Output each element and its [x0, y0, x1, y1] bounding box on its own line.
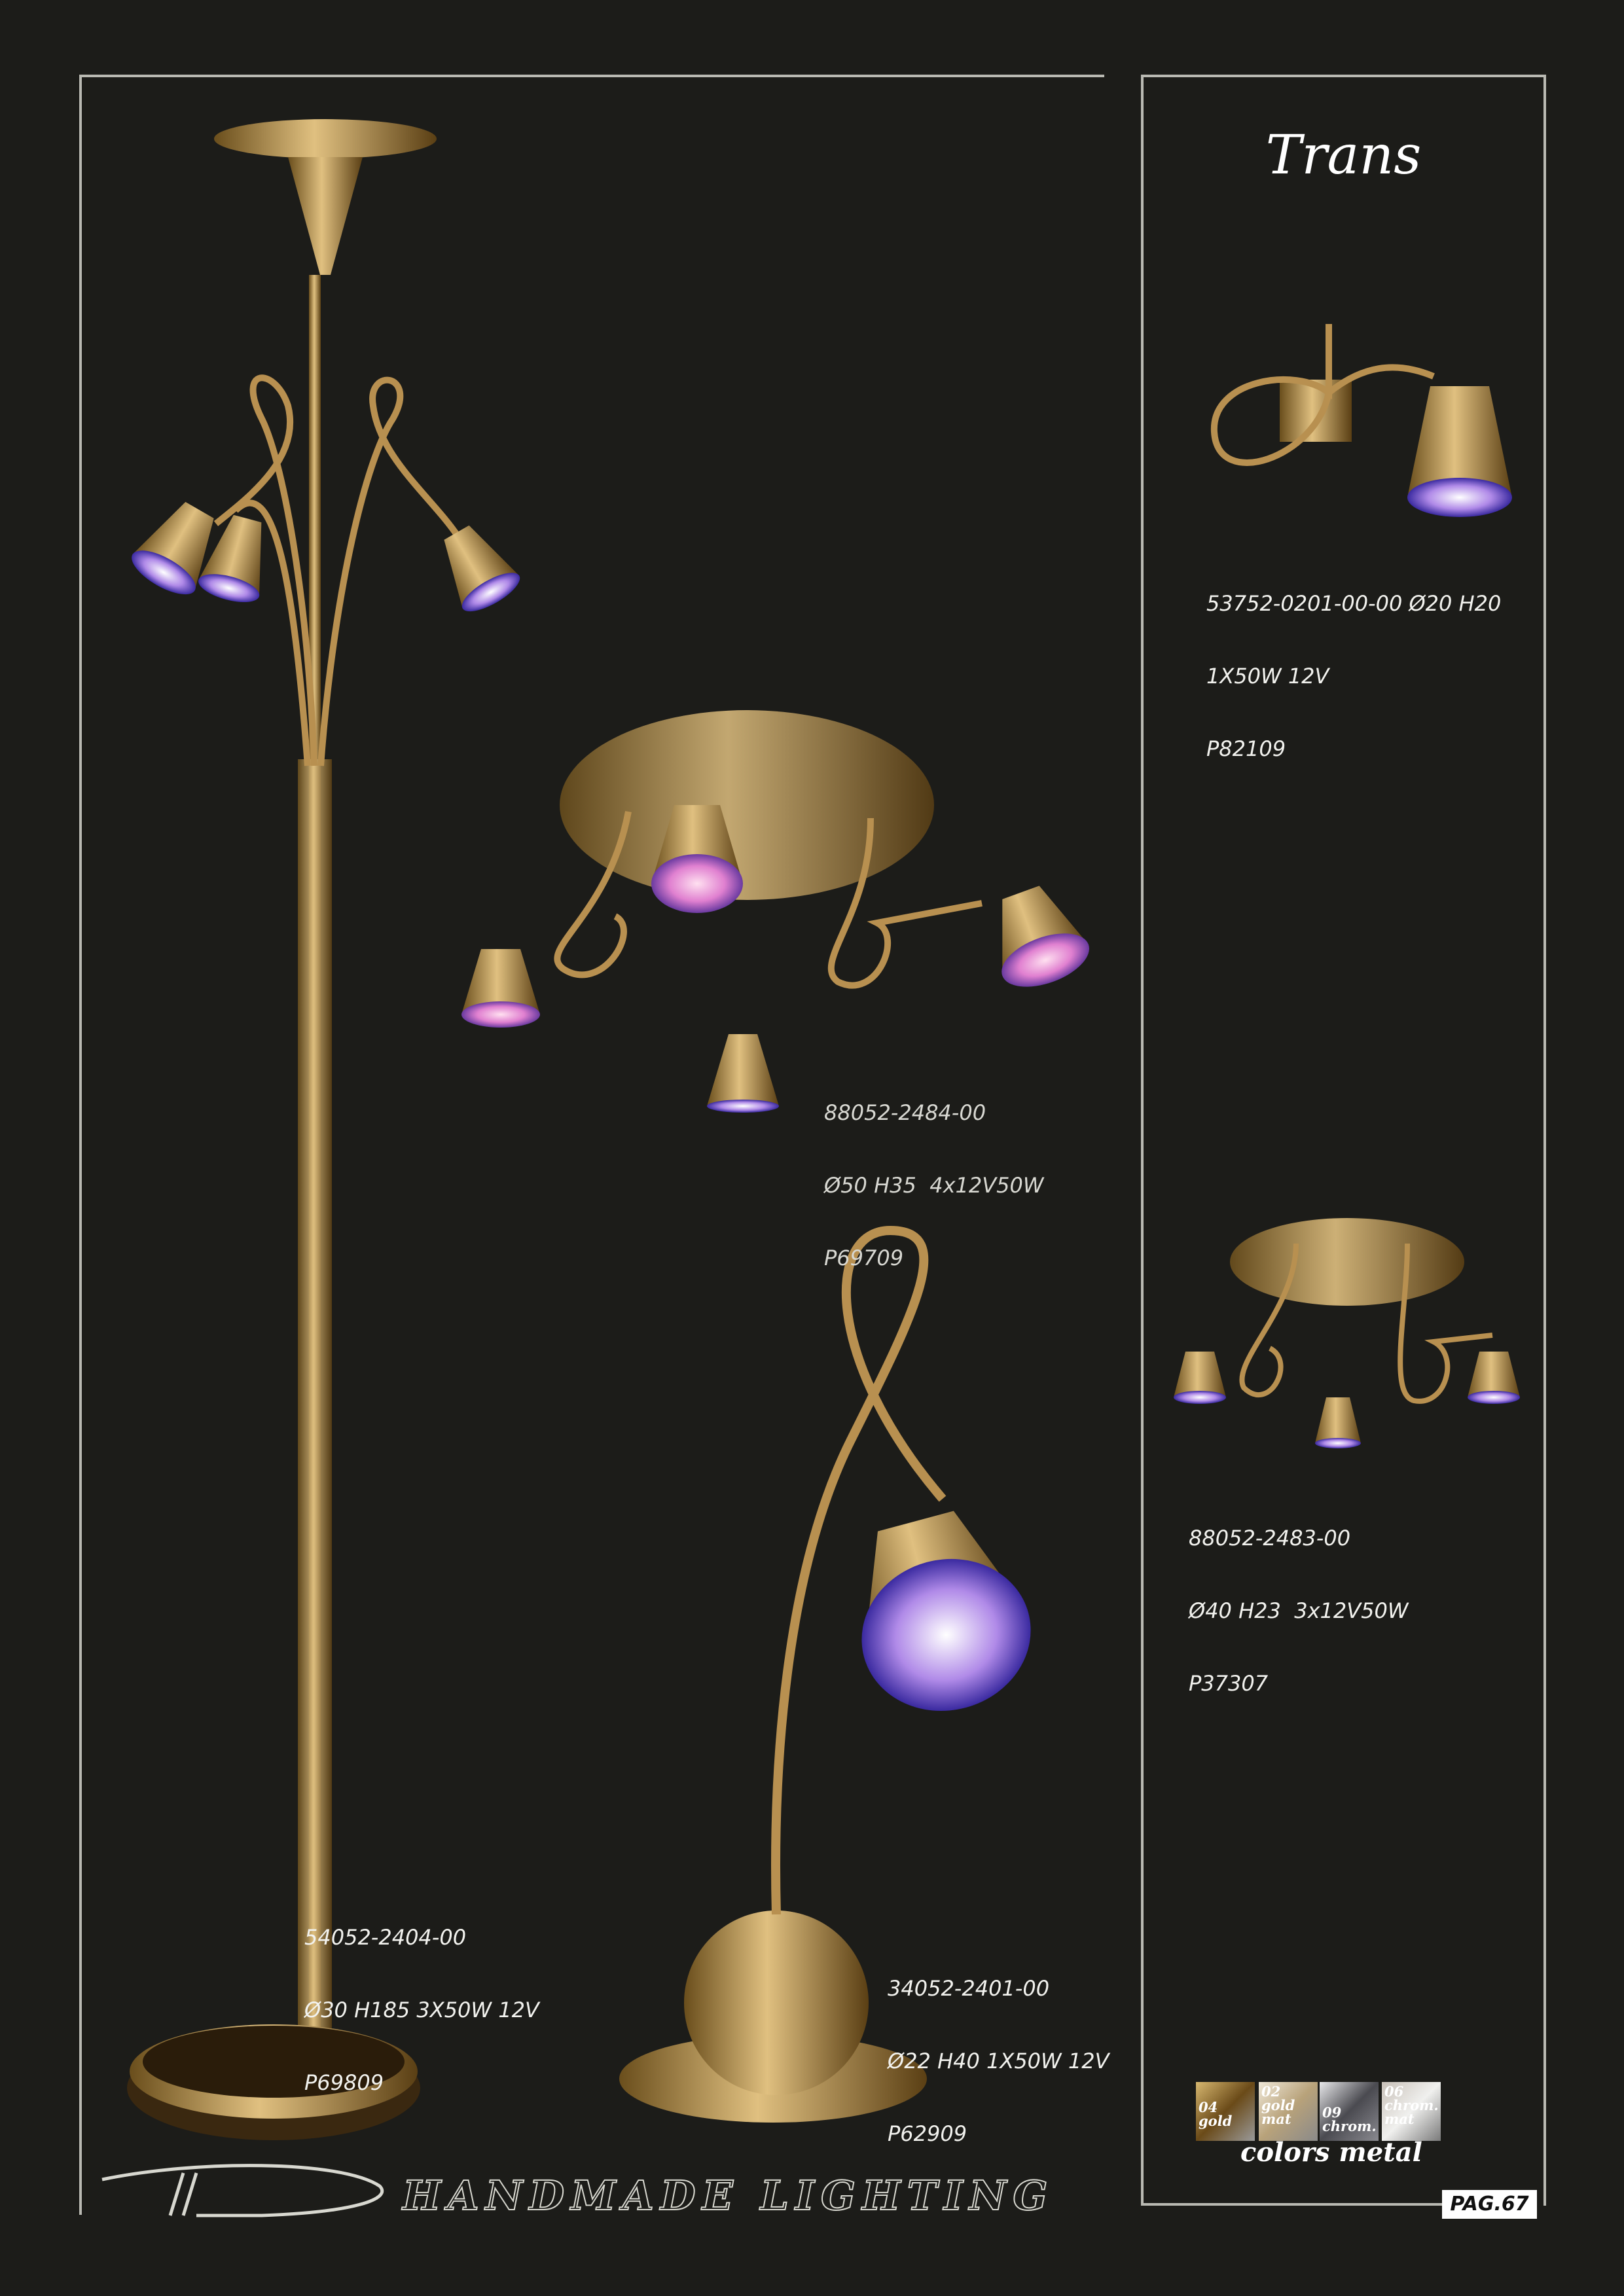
table-lamp-image	[619, 1225, 1031, 2123]
page-number: PAG.67	[1442, 2190, 1537, 2219]
finish-name: gold mat	[1261, 2097, 1295, 2127]
section-title: Trans	[1265, 124, 1422, 187]
floor-lamp-image	[127, 119, 520, 2140]
product-price: P82109	[1206, 736, 1286, 761]
wall-lamp-image	[1210, 324, 1512, 517]
product-dimensions: Ø22 H40 1X50W 12V	[888, 2049, 1110, 2073]
finish-code: 04	[1199, 2099, 1218, 2115]
product-price: P62909	[888, 2121, 967, 2146]
finish-swatch-chrome: 09 chrom.	[1320, 2082, 1379, 2141]
finish-name: chrom. mat	[1384, 2097, 1439, 2127]
product-price: P37307	[1189, 1671, 1269, 1696]
product-dimensions: Ø30 H185 3X50W 12V	[304, 1998, 539, 2022]
finish-code: 06	[1384, 2083, 1404, 2100]
brand-wordmark: HANDMADE LIGHTING	[402, 2171, 1055, 2220]
finish-swatch-chrome-mat: 06 chrom. mat	[1382, 2082, 1441, 2141]
frame-left	[79, 75, 82, 2215]
product-code: 88052-2483-00	[1189, 1526, 1351, 1551]
product-dimensions: 1X50W 12V	[1206, 664, 1329, 689]
frame-top-left	[81, 75, 1104, 77]
product-code: 34052-2401-00	[888, 1976, 1050, 2001]
product-dimensions: Ø50 H35 4x12V50W	[824, 1173, 1044, 1198]
frame-right-box-top	[1141, 75, 1546, 77]
product-spec-floor-lamp: 54052-2404-00 Ø30 H185 3X50W 12V P69809	[304, 1877, 539, 2144]
product-price: P69709	[824, 1246, 904, 1270]
product-price: P69809	[304, 2070, 384, 2095]
finish-swatch-gold: 04 gold	[1196, 2082, 1255, 2141]
finish-swatch-gold-mat: 02 gold mat	[1259, 2082, 1318, 2141]
product-spec-table-lamp: 34052-2401-00 Ø22 H40 1X50W 12V P62909	[888, 1928, 1109, 2195]
frame-right-box-left	[1141, 75, 1144, 2206]
ceiling-lamp-3-image	[1174, 1218, 1520, 1448]
finishes-label: colors metal	[1240, 2137, 1422, 2168]
finish-code: 09	[1322, 2104, 1342, 2121]
product-dimensions: Ø40 H23 3x12V50W	[1189, 1598, 1409, 1623]
product-spec-wall-lamp: 53752-0201-00-00 Ø20 H20 1X50W 12V P8210…	[1206, 543, 1501, 810]
ceiling-lamp-4-image	[461, 710, 1089, 1113]
brand-logo-mark	[101, 2164, 384, 2217]
product-code: 53752-0201-00-00 Ø20 H20	[1206, 591, 1502, 616]
product-spec-ceiling-lamp-3: 88052-2483-00 Ø40 H23 3x12V50W P37307	[1189, 1478, 1408, 1744]
product-spec-ceiling-lamp-4: 88052-2484-00 Ø50 H35 4x12V50W P69709	[824, 1052, 1043, 1319]
product-code: 54052-2404-00	[304, 1925, 467, 1950]
frame-right-box-right	[1543, 75, 1546, 2206]
product-code: 88052-2484-00	[824, 1100, 986, 1125]
finish-name: chrom.	[1322, 2118, 1377, 2134]
finish-name: gold	[1199, 2113, 1233, 2129]
finish-code: 02	[1261, 2083, 1281, 2100]
frame-right-box-bottom	[1141, 2203, 1442, 2206]
